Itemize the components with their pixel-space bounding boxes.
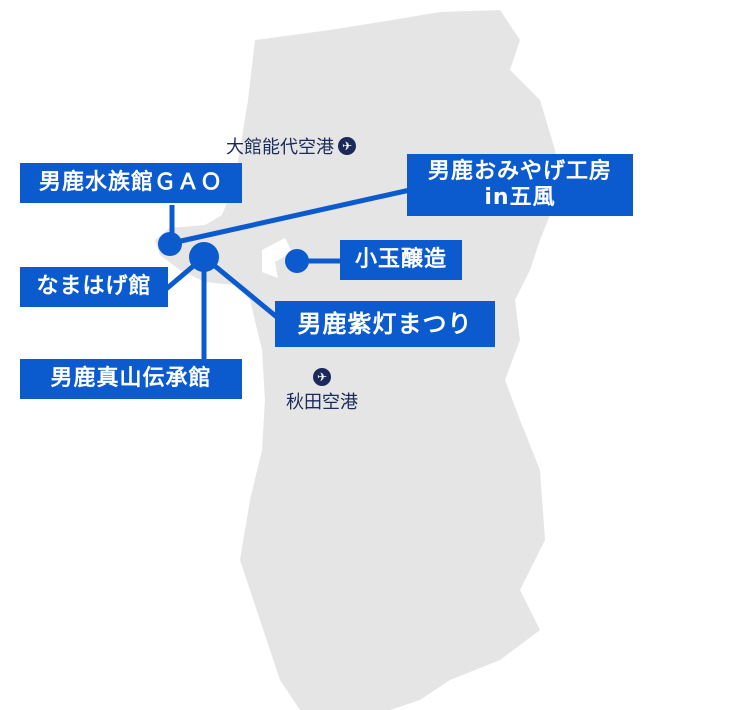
airport-odate-noshiro: 大館能代空港 ✈	[226, 133, 356, 159]
spot-marker-gao[interactable]	[158, 232, 182, 256]
label-saito-festival[interactable]: 男鹿紫灯まつり	[275, 301, 495, 347]
hachirogata-lagoon	[262, 238, 292, 278]
label-gao[interactable]: 男鹿水族館ＧＡＯ	[20, 163, 242, 203]
label-omiyage-line2: in五風	[484, 185, 556, 210]
label-omiyage-line1: 男鹿おみやげ工房	[427, 159, 612, 184]
label-kodama-brewery[interactable]: 小玉醸造	[340, 240, 462, 280]
spot-marker-kodama[interactable]	[285, 249, 309, 273]
airplane-icon: ✈	[338, 137, 356, 155]
airport-name: 大館能代空港	[226, 137, 334, 158]
spot-marker-oga-center[interactable]	[189, 242, 219, 272]
label-namahage-kan[interactable]: なまはげ館	[20, 267, 168, 307]
label-shinzan-denshokan[interactable]: 男鹿真山伝承館	[20, 359, 242, 399]
label-omiyage-kobo[interactable]: 男鹿おみやげ工房 in五風	[407, 154, 633, 216]
airport-akita: ✈ 秋田空港	[286, 368, 358, 414]
airport-name: 秋田空港	[286, 392, 358, 413]
airplane-icon: ✈	[313, 368, 331, 386]
